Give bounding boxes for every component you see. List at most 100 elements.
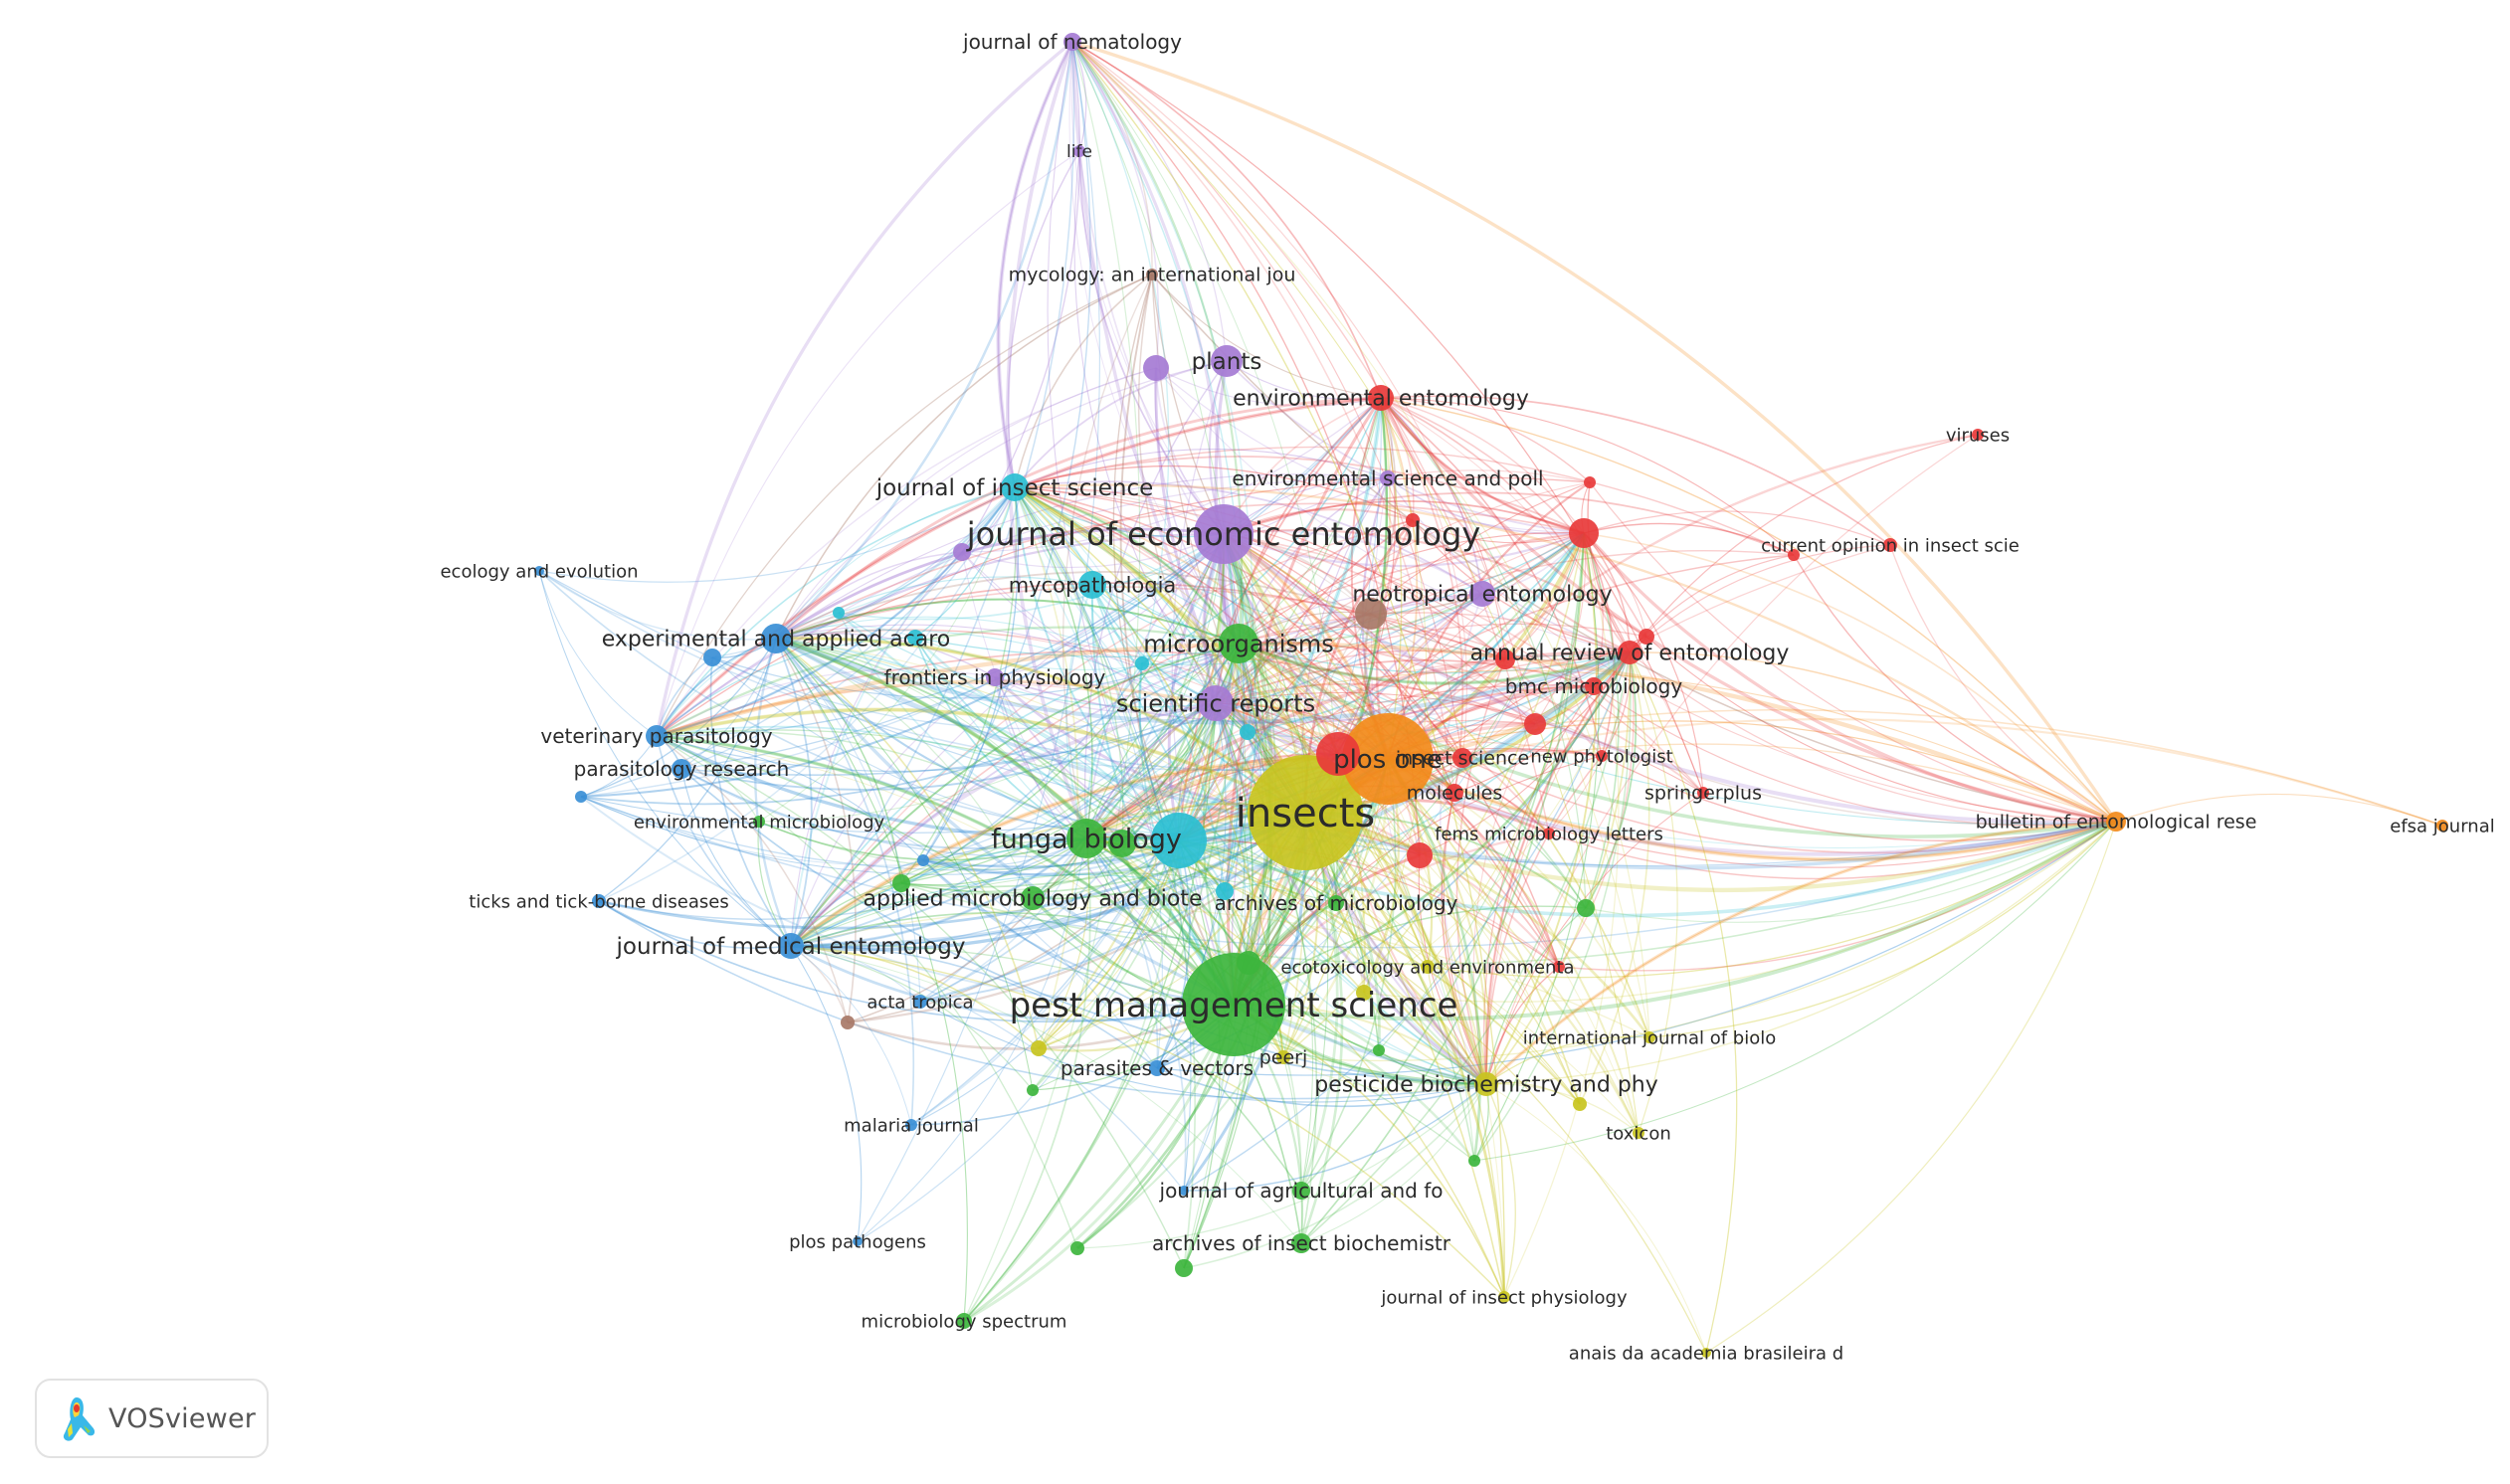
node-cyan-small-3[interactable] (1216, 882, 1234, 900)
label-parasites-vectors[interactable]: parasites & vectors (1061, 1056, 1254, 1080)
node-fungal-biology-cyan[interactable] (1151, 813, 1207, 868)
node-red-node-f[interactable] (1495, 649, 1515, 669)
label-journal-of-agricultural-and-fo[interactable]: journal of agricultural and fo (1159, 1179, 1444, 1203)
node-insect-science[interactable] (1452, 748, 1472, 768)
label-scientific-reports[interactable]: scientific reports (1116, 689, 1315, 717)
node-bulletin-of-entomological-rese[interactable] (2106, 812, 2126, 832)
label-frontiers-in-physiology[interactable]: frontiers in physiology (884, 665, 1106, 689)
node-mycology-an-international-jou[interactable] (1146, 269, 1158, 280)
node-red-node-g[interactable] (1639, 629, 1654, 645)
label-peerj[interactable]: peerj (1259, 1047, 1308, 1069)
label-parasitology-research[interactable]: parasitology research (574, 757, 790, 781)
node-malaria-journal[interactable] (905, 1119, 917, 1131)
label-viruses[interactable]: viruses (1946, 425, 2010, 446)
node-new-phytologist[interactable] (1596, 750, 1608, 762)
node-plos-pathogens[interactable] (853, 1236, 863, 1246)
label-fems-microbiology-letters[interactable]: fems microbiology letters (1435, 824, 1663, 844)
label-bmc-microbiology[interactable]: bmc microbiology (1505, 674, 1683, 698)
label-malaria-journal[interactable]: malaria journal (844, 1115, 979, 1136)
node-red-node-e[interactable] (1407, 842, 1433, 868)
node-scientific-reports[interactable] (1198, 685, 1234, 721)
label-fungal-biology[interactable]: fungal biology (991, 824, 1182, 854)
label-journal-of-insect-science[interactable]: journal of insect science (875, 475, 1154, 501)
label-journal-of-medical-entomology[interactable]: journal of medical entomology (616, 934, 966, 960)
node-green-bottom-2[interactable] (1175, 1259, 1193, 1277)
node-exp-acaro-b[interactable] (703, 649, 721, 666)
node-purple-left[interactable] (953, 543, 971, 561)
node-parasites-vectors[interactable] (1149, 1060, 1165, 1076)
label-current-opinion-in-insect-scie[interactable]: current opinion in insect scie (1761, 535, 2020, 556)
node-red-node-b[interactable] (1584, 476, 1596, 488)
node-green-below-pest[interactable] (1468, 1155, 1480, 1167)
node-yellow-right-2[interactable] (1573, 1097, 1587, 1111)
label-environmental-science-and-poll[interactable]: environmental science and poll (1232, 466, 1543, 490)
node-fungal-biology-green2[interactable] (1108, 830, 1136, 857)
label-plos-pathogens[interactable]: plos pathogens (789, 1231, 926, 1252)
node-cyan-small-1[interactable] (1135, 656, 1149, 670)
vosviewer-badge[interactable]: VOSviewer (35, 1379, 269, 1458)
node-exp-acaro-cyan2[interactable] (833, 607, 845, 619)
node-yellow-small-left[interactable] (1031, 1040, 1047, 1056)
node-mycopathologia[interactable] (1078, 571, 1106, 599)
node-bmc-microbiology[interactable] (1585, 677, 1603, 695)
node-frontiers-in-physiology[interactable] (986, 668, 1004, 686)
label-applied-microbiology-and-biote[interactable]: applied microbiology and biote (864, 887, 1203, 912)
label-anais-da-academia-brasileira-d[interactable]: anais da academia brasileira d (1569, 1343, 1843, 1364)
label-international-journal-of-biolo[interactable]: international journal of biolo (1523, 1027, 1777, 1048)
label-life[interactable]: life (1066, 142, 1092, 162)
node-green-small-left[interactable] (1027, 1084, 1039, 1096)
label-archives-of-insect-biochemistr[interactable]: archives of insect biochemistr (1152, 1231, 1451, 1255)
node-yellow-right-pms[interactable] (1356, 985, 1372, 1001)
node-plants-2[interactable] (1143, 355, 1169, 381)
node-peerj[interactable] (1276, 1050, 1290, 1064)
label-microorganisms[interactable]: microorganisms (1143, 630, 1334, 657)
node-anais-da-academia-brasileira-d[interactable] (1701, 1348, 1711, 1358)
label-veterinary-parasitology[interactable]: veterinary parasitology (540, 724, 772, 748)
label-efsa-journal[interactable]: efsa journal (2390, 816, 2495, 836)
node-green-mid-1[interactable] (1373, 1044, 1385, 1056)
node-springerplus[interactable] (1697, 787, 1709, 799)
node-blue-small-left[interactable] (575, 791, 587, 803)
node-ecology-and-evolution[interactable] (534, 566, 544, 576)
label-mycopathologia[interactable]: mycopathologia (1009, 573, 1177, 597)
node-veterinary-parasitology[interactable] (646, 725, 668, 747)
label-ticks-and-tick-borne-diseases[interactable]: ticks and tick-borne diseases (469, 891, 728, 912)
node-viruses[interactable] (1972, 429, 1984, 441)
label-ecotoxicology-and-environmenta[interactable]: ecotoxicology and environmenta (1280, 957, 1574, 978)
label-insects[interactable]: insects (1236, 791, 1375, 836)
node-ecotox-red[interactable] (1553, 961, 1565, 973)
node-experimental-and-applied-acaro[interactable] (761, 624, 791, 653)
node-environmental-microbiology[interactable] (753, 816, 765, 828)
label-journal-of-economic-entomology[interactable]: journal of economic entomology (966, 515, 1480, 553)
node-fungal-biology[interactable] (1066, 819, 1106, 858)
node-annual-review-of-entomology[interactable] (1618, 641, 1641, 664)
node-applied-green-left[interactable] (892, 874, 910, 892)
label-toxicon[interactable]: toxicon (1606, 1123, 1671, 1144)
node-current-opinion-b[interactable] (1788, 549, 1800, 561)
node-brown-small[interactable] (841, 1016, 855, 1029)
node-toxicon[interactable] (1633, 1127, 1644, 1139)
node-parasitology-research[interactable] (672, 759, 691, 779)
node-environmental-science-and-poll[interactable] (1380, 470, 1396, 486)
node-plants[interactable] (1211, 345, 1243, 377)
node-neotropical-entomology[interactable] (1469, 581, 1495, 607)
node-journal-of-agricultural-and-fo[interactable] (1292, 1182, 1310, 1200)
node-acta-tropica[interactable] (913, 995, 927, 1009)
node-red-node-c[interactable] (1406, 513, 1420, 527)
label-environmental-microbiology[interactable]: environmental microbiology (634, 812, 885, 833)
node-green-above-pms[interactable] (1237, 951, 1260, 975)
node-archives-of-microbiology[interactable] (1328, 895, 1344, 911)
node-current-opinion-in-insect-scie[interactable] (1883, 538, 1897, 552)
label-plants[interactable]: plants (1192, 349, 1262, 375)
node-red-node-a[interactable] (1569, 518, 1599, 548)
node-ticks-and-tick-borne-diseases[interactable] (592, 894, 606, 908)
node-journal-of-insect-physiology[interactable] (1498, 1291, 1510, 1303)
node-journal-of-medical-entomology[interactable] (778, 933, 804, 959)
node-efsa-journal[interactable] (2436, 820, 2448, 832)
label-insect-science[interactable]: insect science (1396, 748, 1529, 770)
node-pest-management-science[interactable] (1182, 953, 1285, 1056)
node-red-node-d[interactable] (1524, 713, 1546, 735)
node-microorganisms[interactable] (1219, 624, 1258, 663)
node-journal-of-economic-entomology[interactable] (1194, 504, 1254, 564)
